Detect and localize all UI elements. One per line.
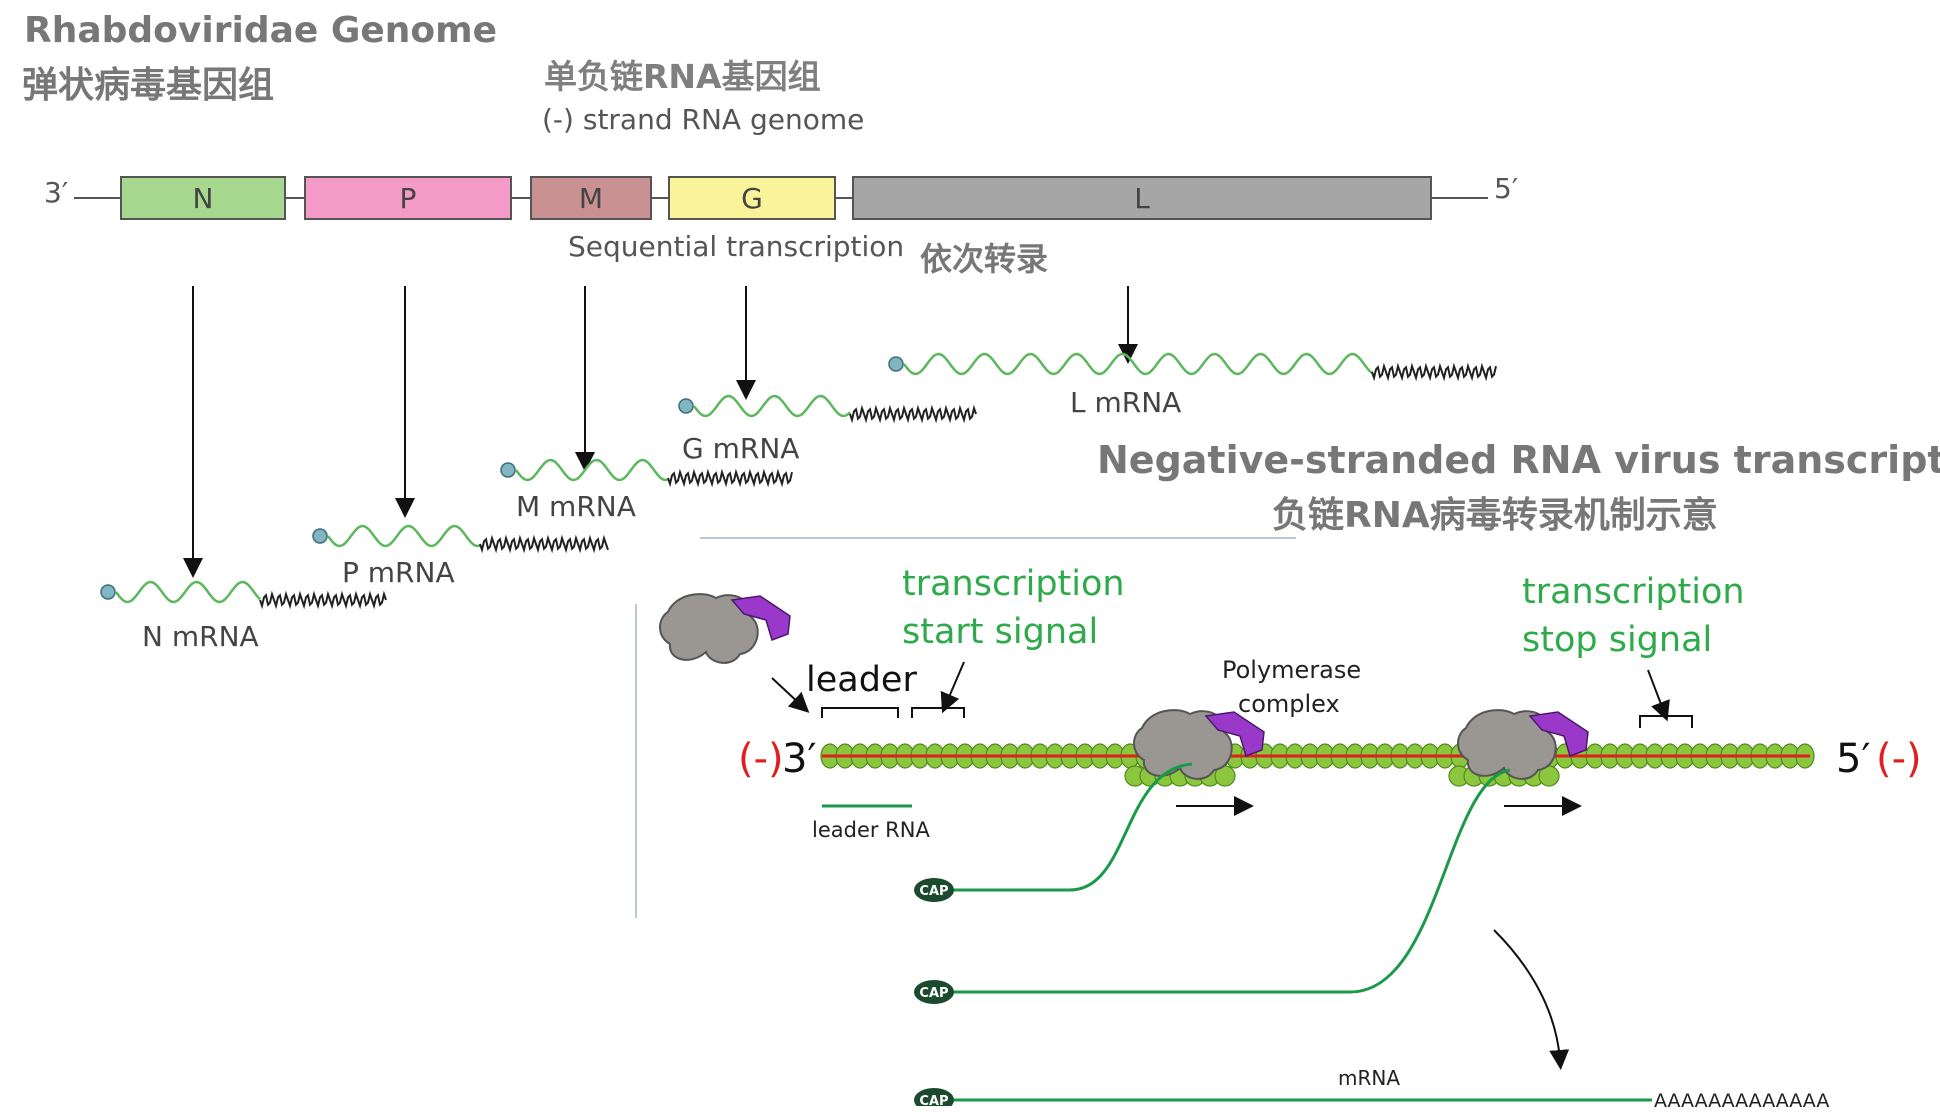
- leader-rna-label: leader RNA: [812, 818, 930, 842]
- mrna-cap-n: [100, 584, 116, 600]
- mrna-label-p: P mRNA: [342, 556, 455, 589]
- gene-p: P: [304, 176, 512, 220]
- cap-1: CAP: [914, 878, 954, 902]
- gene-n: N: [120, 176, 286, 220]
- genome-end-5: 5′: [1494, 172, 1519, 205]
- leader-bracket: [821, 707, 899, 718]
- gene-m: M: [530, 176, 652, 220]
- left-3-end: 3′: [782, 736, 817, 782]
- mrna-label-n: N mRNA: [142, 620, 259, 653]
- gene-g: G: [668, 176, 836, 220]
- mrna-label-m: M mRNA: [516, 490, 636, 523]
- start-signal-bracket: [911, 707, 965, 718]
- leader-label: leader: [806, 660, 917, 700]
- gene-l: L: [852, 176, 1432, 220]
- mrna-coding-g: [692, 394, 851, 418]
- genome-title-zh: 单负链RNA基因组: [544, 57, 821, 96]
- start-signal-line2: start signal: [902, 612, 1099, 652]
- cap-1-text: CAP: [919, 884, 948, 899]
- polymerase-label-line2: complex: [1238, 690, 1340, 718]
- title-en: Rhabdoviridae Genome: [24, 10, 498, 51]
- release-arrow: [1493, 929, 1570, 1070]
- mrna-polya-l: [1371, 362, 1497, 382]
- polymerase-complex-2: [1457, 709, 1589, 780]
- right-5-end: 5′: [1836, 736, 1871, 782]
- mrna-cap-p: [312, 528, 328, 544]
- stop-signal-line2: stop signal: [1522, 620, 1713, 660]
- stop-signal-line1: transcription: [1522, 572, 1745, 612]
- mrna-cap-m: [500, 462, 516, 478]
- genome-title-en: (-) strand RNA genome: [542, 103, 865, 136]
- cap-2: CAP: [914, 980, 954, 1004]
- mrna-coding-l: [902, 352, 1373, 376]
- gene-g-label: G: [741, 181, 763, 215]
- mechanism-title-en: Negative-stranded RNA virus transcriptio…: [1097, 438, 1940, 482]
- polymerase-label-line1: Polymerase: [1222, 656, 1362, 684]
- mrna-polya-m: [667, 468, 793, 488]
- mrna-label-g: G mRNA: [682, 432, 800, 465]
- cap-2-text: CAP: [919, 986, 948, 1001]
- genome-end-3: 3′: [44, 176, 69, 209]
- start-signal-line1: transcription: [902, 564, 1125, 604]
- stop-signal-pointer-arrow: [1647, 669, 1670, 722]
- mrna-label-final: mRNA: [1338, 1066, 1401, 1090]
- mrna-label-l: L mRNA: [1070, 386, 1182, 419]
- mechanism-title-zh: 负链RNA病毒转录机制示意: [1272, 495, 1718, 536]
- nascent-mrna-1: [950, 762, 1193, 892]
- mrna-coding-p: [326, 524, 481, 548]
- gene-l-label: L: [1134, 181, 1150, 215]
- polymerase-complex-1: [1133, 709, 1265, 780]
- nascent-mrna-2: [950, 768, 1511, 994]
- sequential-transcription-en: Sequential transcription: [568, 230, 905, 263]
- right-neg-label: (-): [1876, 736, 1922, 782]
- gene-p-label: P: [399, 181, 417, 215]
- leader-pointer-arrow: [771, 677, 810, 713]
- mrna-cap-g: [678, 398, 694, 414]
- left-neg-label: (-): [738, 736, 784, 782]
- mrna-polya-n: [259, 590, 387, 610]
- stop-signal-bracket: [1639, 715, 1693, 728]
- gene-m-label: M: [578, 181, 604, 215]
- mrna-cap-l: [888, 356, 904, 372]
- free-polymerase: [659, 593, 791, 664]
- sequential-transcription-zh: 依次转录: [920, 240, 1049, 278]
- title-zh: 弹状病毒基因组: [22, 65, 275, 106]
- mrna-coding-n: [114, 580, 261, 604]
- mrna-polya-p: [479, 534, 609, 554]
- cap-3: CAP: [914, 1088, 954, 1106]
- start-signal-pointer-arrow: [940, 661, 965, 714]
- mrna-coding-m: [514, 458, 669, 482]
- gene-n-label: N: [192, 181, 214, 215]
- mrna-polya-g: [849, 404, 977, 424]
- nucleocapsid-beads: [820, 743, 1815, 787]
- cap-3-text: CAP: [919, 1094, 948, 1106]
